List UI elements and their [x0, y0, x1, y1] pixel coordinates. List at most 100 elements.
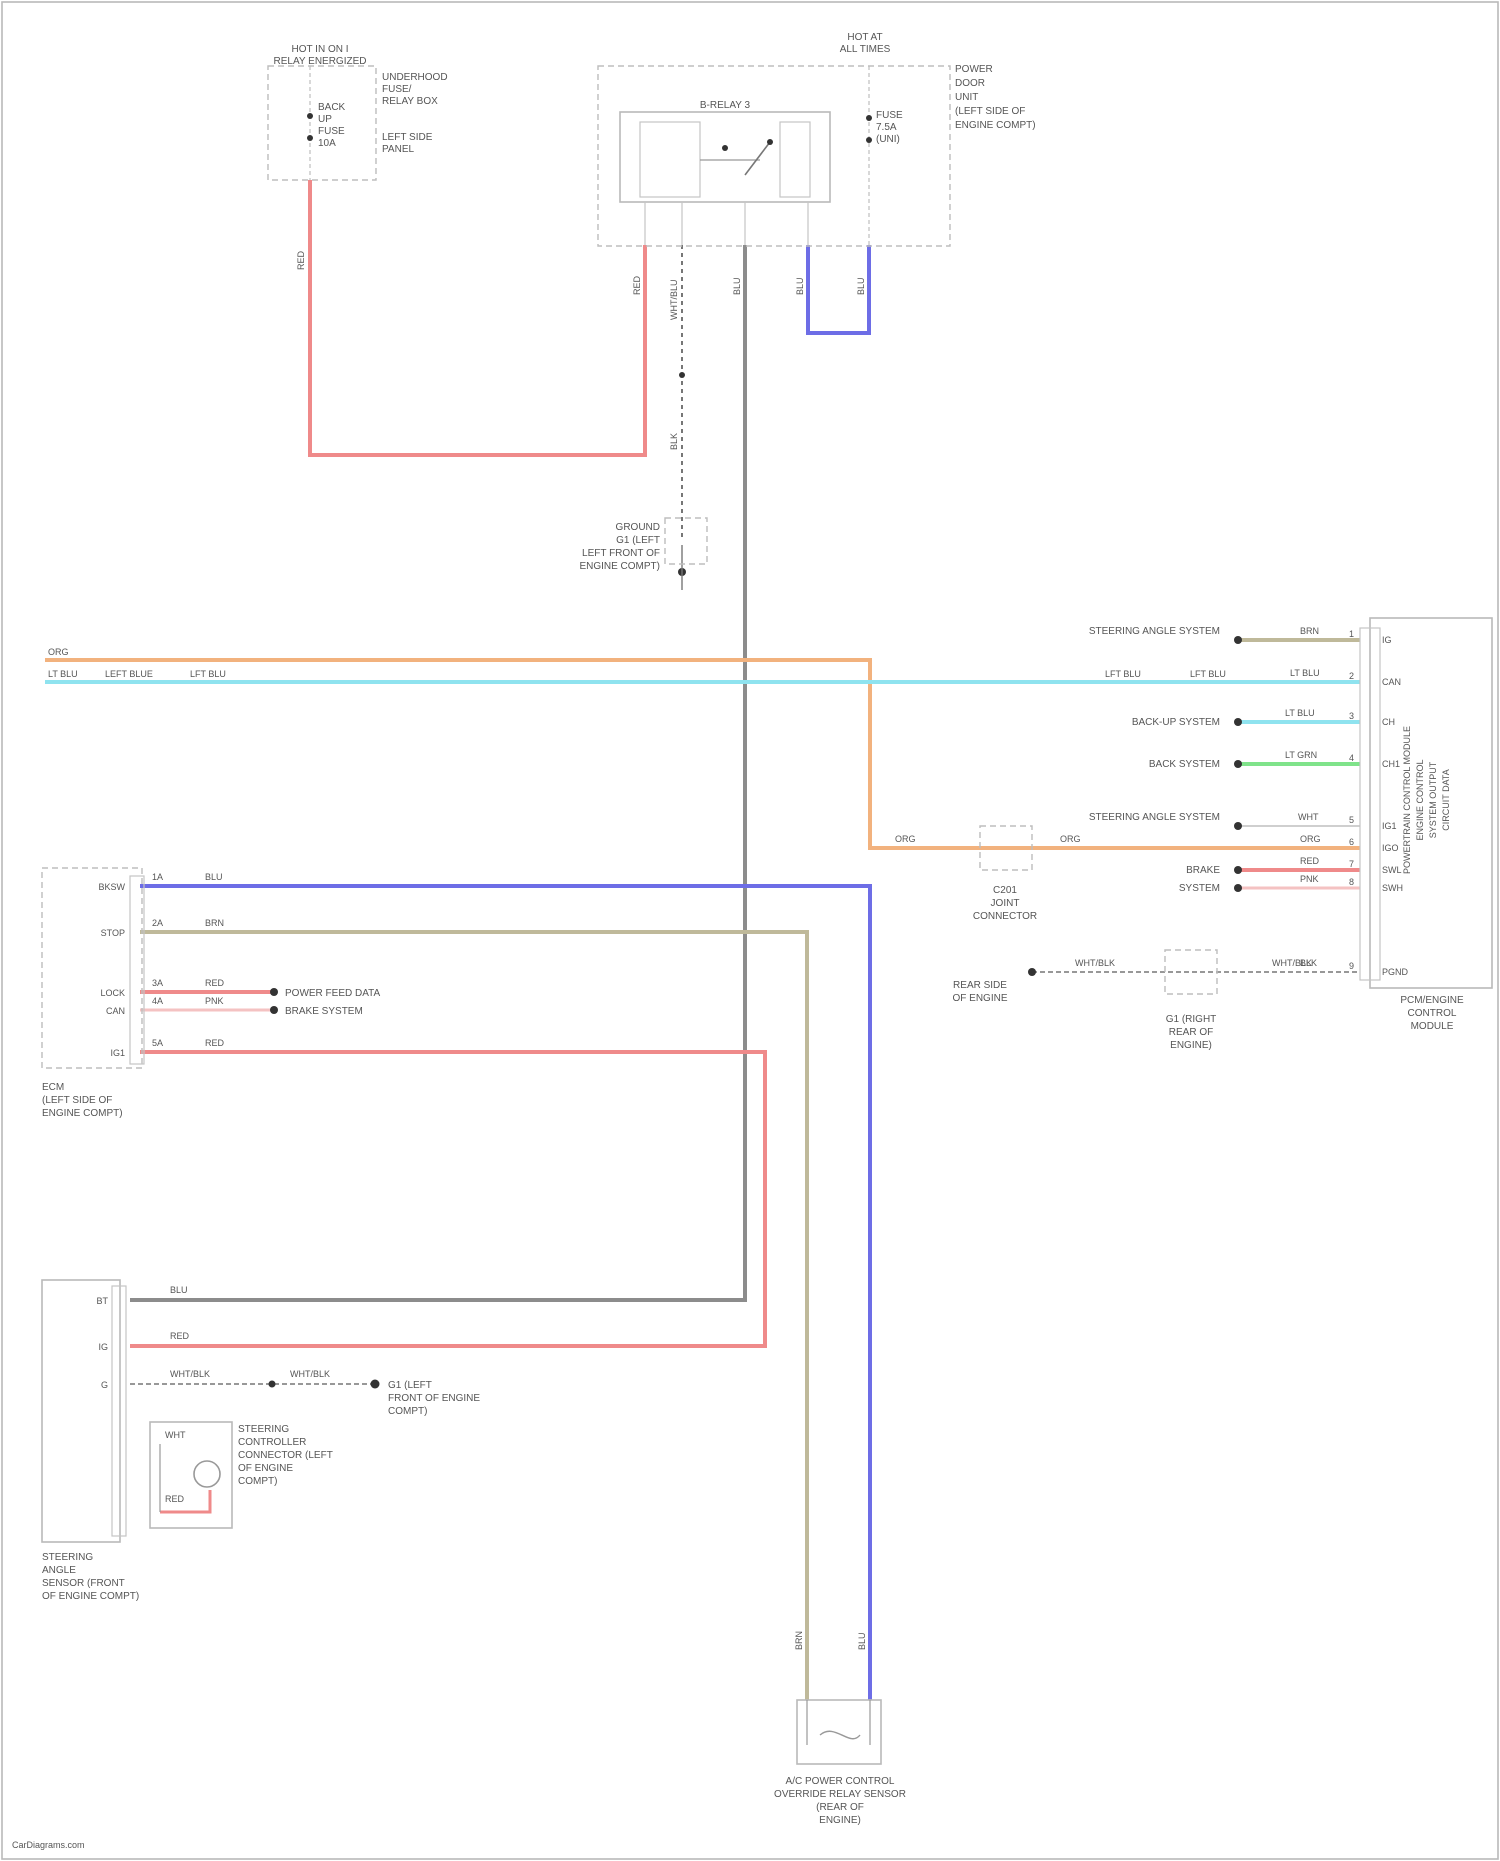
module-pin-7-left: BRAKE: [1186, 865, 1220, 876]
top-center-relay-box: HOT AT ALL TIMES B-RELAY 3 POWER DOOR UN…: [598, 32, 1036, 320]
svg-text:7: 7: [1349, 859, 1354, 869]
module-pin-7-name: SWL: [1382, 865, 1402, 875]
module-pin-8-wire: PNK: [1300, 874, 1319, 884]
module-ground-right-1: G1 (RIGHT: [1166, 1014, 1217, 1025]
svg-text:FUSE: FUSE: [876, 110, 903, 121]
module-pin-1: STEERING ANGLE SYSTEM BRN 1 IG: [1089, 626, 1392, 645]
svg-text:3A: 3A: [152, 978, 163, 988]
svg-text:SENSOR (FRONT: SENSOR (FRONT: [42, 1578, 125, 1589]
relay-fuse-2: 7.5A: [876, 122, 897, 133]
svg-text:SYSTEM OUTPUT: SYSTEM OUTPUT: [1428, 761, 1438, 838]
ecm-pin-2-name: STOP: [101, 928, 125, 938]
wire-tan-ecm: [140, 932, 807, 1700]
module-inner-2: ENGINE CONTROL: [1415, 759, 1425, 840]
top-left-header-1: HOT IN ON I: [291, 44, 348, 55]
svg-text:(UNI): (UNI): [876, 134, 900, 145]
svg-text:WHT/BLU: WHT/BLU: [669, 280, 679, 321]
svg-text:LT BLU: LT BLU: [1290, 668, 1320, 678]
svg-text:ENGINE COMPT): ENGINE COMPT): [42, 1108, 123, 1119]
ground-upper-label-4: ENGINE COMPT): [579, 561, 660, 572]
ecm-pin-3-num: 3A: [152, 978, 163, 988]
svg-text:RELAY ENERGIZED: RELAY ENERGIZED: [274, 56, 367, 67]
ecm-branch-2: BRAKE SYSTEM: [285, 1006, 363, 1017]
relay-wire-1: RED: [632, 275, 642, 295]
svg-text:LFT BLU: LFT BLU: [1190, 669, 1226, 679]
module-ground-left-1: REAR SIDE: [953, 980, 1007, 991]
module-pin-7-wire: RED: [1300, 856, 1320, 866]
svg-text:PNK: PNK: [205, 996, 224, 1006]
svg-text:PANEL: PANEL: [382, 144, 414, 155]
sensor-label-3: SENSOR (FRONT: [42, 1578, 125, 1589]
svg-text:BRN: BRN: [1300, 626, 1319, 636]
ecm-pin-3-name: LOCK: [100, 988, 125, 998]
ecm-pin-1-wire: BLU: [205, 872, 223, 882]
bus-right-label-1: LFT BLU: [1105, 669, 1141, 679]
svg-text:C201: C201: [993, 885, 1017, 896]
svg-text:RED: RED: [296, 250, 306, 270]
svg-text:ENGINE CONTROL: ENGINE CONTROL: [1415, 759, 1425, 840]
svg-text:IG: IG: [98, 1342, 108, 1352]
svg-text:REAR OF: REAR OF: [1169, 1027, 1213, 1038]
module-pin-8-left: SYSTEM: [1179, 883, 1220, 894]
module-inner-1: POWERTRAIN CONTROL MODULE: [1402, 726, 1412, 874]
svg-text:ENGINE COMPT): ENGINE COMPT): [579, 561, 660, 572]
bus-left-label-1: LEFT BLUE: [105, 669, 153, 679]
svg-text:BLU: BLU: [205, 872, 223, 882]
relay-box-label-4: (LEFT SIDE OF: [955, 106, 1025, 117]
sensor-inner-2: CONTROLLER: [238, 1437, 306, 1448]
svg-text:RED: RED: [165, 1494, 185, 1504]
module-pin-6-wire: ORG: [1300, 834, 1321, 844]
relay-fuse-3: (UNI): [876, 134, 900, 145]
bottom-switch-label-2: OVERRIDE RELAY SENSOR: [774, 1789, 906, 1800]
svg-text:GROUND: GROUND: [616, 522, 660, 533]
sensor-label-2: ANGLE: [42, 1565, 76, 1576]
svg-text:BLK: BLK: [669, 433, 679, 450]
module-pin-8-num: 8: [1349, 877, 1354, 887]
bottom-switch-wire-1: BRN: [794, 1631, 804, 1650]
relay-wire-4: BLU: [795, 277, 805, 295]
svg-text:SYSTEM: SYSTEM: [1179, 883, 1220, 894]
svg-text:BKSW: BKSW: [98, 882, 125, 892]
module-pin-2-num: 2: [1349, 671, 1354, 681]
svg-text:CIRCUIT DATA: CIRCUIT DATA: [1441, 769, 1451, 831]
sensor-ground-2: FRONT OF ENGINE: [388, 1393, 480, 1404]
svg-text:G1 (LEFT: G1 (LEFT: [616, 535, 660, 546]
wire-red-top: [310, 180, 645, 455]
svg-text:OF ENGINE COMPT): OF ENGINE COMPT): [42, 1591, 139, 1602]
svg-text:CONTROL: CONTROL: [1408, 1008, 1457, 1019]
module-pin-9-num: 9: [1349, 961, 1354, 971]
svg-text:FRONT OF ENGINE: FRONT OF ENGINE: [388, 1393, 480, 1404]
svg-text:10A: 10A: [318, 138, 336, 149]
relay-box-header-1: HOT AT: [847, 32, 882, 43]
ecm-pin-4-name: CAN: [106, 1006, 125, 1016]
svg-text:MODULE: MODULE: [1411, 1021, 1454, 1032]
module-pin-4: BACK SYSTEM LT GRN 4 CH1: [1149, 750, 1400, 770]
svg-text:SWH: SWH: [1382, 883, 1403, 893]
ground-upper-wire: BLK: [669, 433, 679, 450]
svg-text:WHT/BLK: WHT/BLK: [1272, 958, 1312, 968]
svg-text:BACK SYSTEM: BACK SYSTEM: [1149, 759, 1220, 770]
top-left-connector: HOT IN ON I RELAY ENERGIZED UNDERHOOD FU…: [268, 44, 448, 270]
module-ground-point: [1028, 968, 1036, 976]
svg-text:IG1: IG1: [110, 1048, 125, 1058]
module-pin-3-left: BACK-UP SYSTEM: [1132, 717, 1220, 728]
sensor-inner-wire-2: RED: [165, 1494, 185, 1504]
ecm-branch-1: POWER FEED DATA: [285, 988, 381, 999]
top-left-wire: RED: [296, 250, 306, 270]
sensor-label-1: STEERING: [42, 1552, 93, 1563]
svg-text:STEERING ANGLE SYSTEM: STEERING ANGLE SYSTEM: [1089, 812, 1220, 823]
module-pin-1-wire: BRN: [1300, 626, 1319, 636]
module-pin-4-num: 4: [1349, 753, 1354, 763]
ground-upper-label-1: GROUND: [616, 522, 660, 533]
junction-wire-1: ORG: [895, 834, 916, 844]
svg-text:POWERTRAIN CONTROL MODULE: POWERTRAIN CONTROL MODULE: [1402, 726, 1412, 874]
svg-text:2: 2: [1349, 671, 1354, 681]
svg-text:RED: RED: [1300, 856, 1320, 866]
ecm-pin-2-wire: BRN: [205, 918, 224, 928]
svg-text:COMPT): COMPT): [238, 1476, 277, 1487]
junction-label-2: JOINT: [991, 898, 1020, 909]
svg-text:BRN: BRN: [205, 918, 224, 928]
module-pin-3-num: 3: [1349, 711, 1354, 721]
sensor-ground-wire-2: WHT/BLK: [290, 1369, 330, 1379]
svg-text:PGND: PGND: [1382, 967, 1409, 977]
